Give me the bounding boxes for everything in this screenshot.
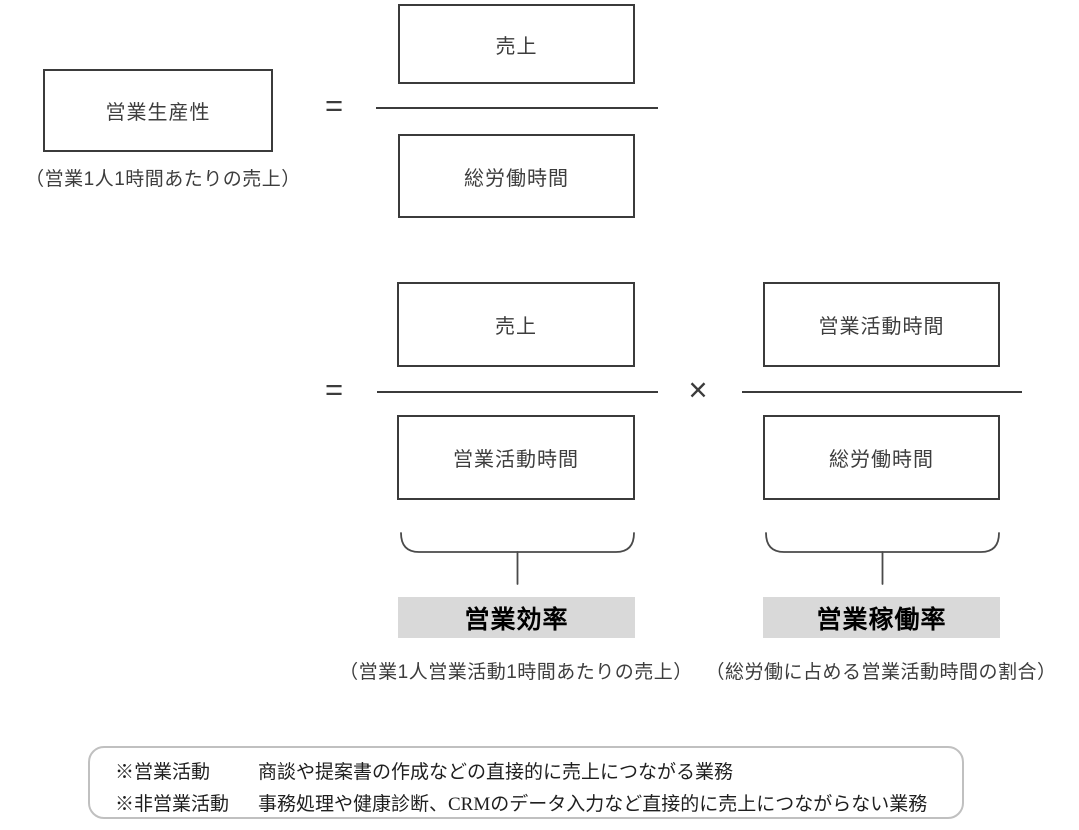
multiply-sign: ×: [688, 371, 708, 408]
footnote-description-sales-activity: 商談や提案書の作成などの直接的に売上につながる業務: [258, 762, 734, 783]
footnote-term-non-sales-activity: ※非営業活動: [115, 794, 230, 815]
total-work-hours-box-2: 総労働時間: [763, 415, 1000, 500]
footnote-description-non-sales-activity: 事務処理や健康診断、CRMのデータ入力など直接的に売上につながらない業務: [258, 794, 928, 815]
sales-efficiency-caption: （営業1人営業活動1時間あたりの売上）: [339, 662, 693, 683]
underbrace-right-icon: [765, 532, 1000, 585]
underbrace-left-icon: [400, 532, 635, 585]
footnote-box: [88, 746, 964, 819]
sales-activity-hours-box-1: 営業活動時間: [397, 415, 635, 500]
fraction-bar-1: [376, 107, 658, 109]
fraction-bar-2: [377, 391, 658, 393]
footnote-term-sales-activity: ※営業活動: [115, 762, 211, 783]
equals-sign-2: =: [324, 372, 344, 407]
equals-sign-1: =: [324, 88, 344, 123]
sales-box-1: 売上: [398, 4, 635, 84]
sales-box-2: 売上: [397, 282, 635, 367]
fraction-bar-3: [742, 391, 1022, 393]
sales-activity-hours-box-2: 営業活動時間: [763, 282, 1000, 367]
sales-efficiency-label: 営業効率: [398, 597, 635, 638]
sales-utilization-label: 営業稼働率: [763, 597, 1000, 638]
sales-productivity-box: 営業生産性: [43, 69, 273, 152]
total-work-hours-box-1: 総労働時間: [398, 134, 635, 218]
sales-productivity-caption: （営業1人1時間あたりの売上）: [25, 169, 301, 190]
sales-utilization-caption: （総労働に占める営業活動時間の割合）: [705, 662, 1057, 683]
